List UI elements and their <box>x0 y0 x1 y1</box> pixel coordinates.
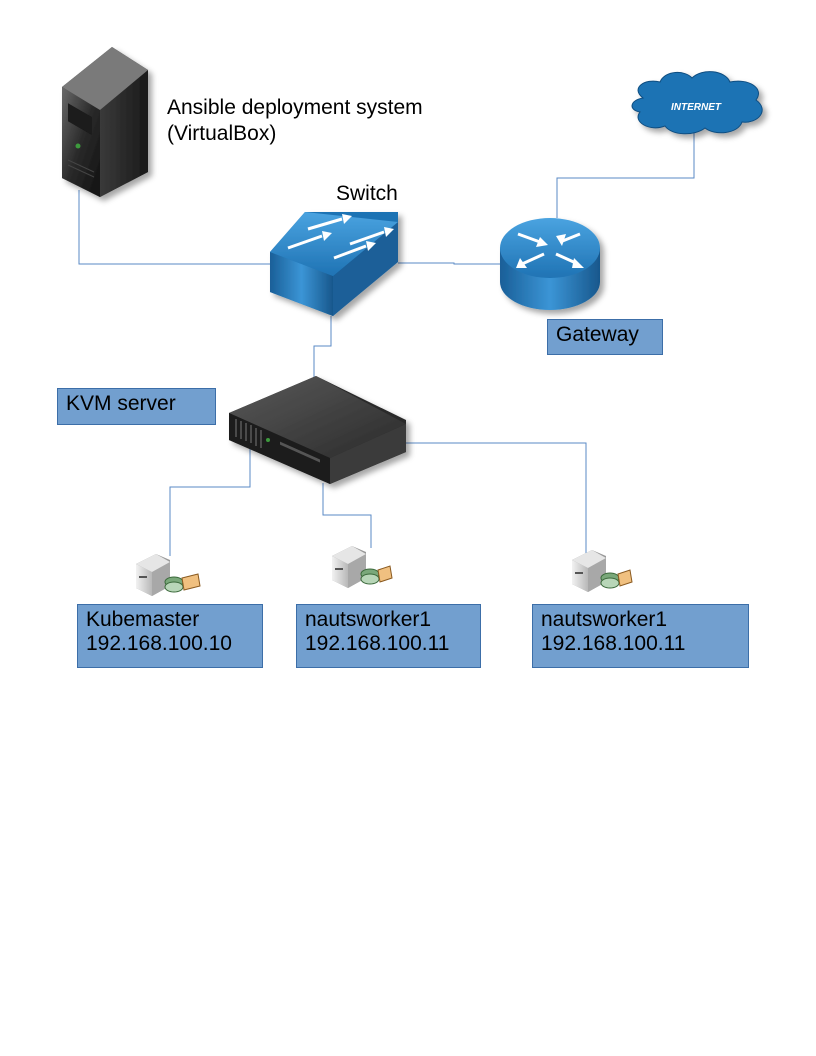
connector-kvm-vm1 <box>169 445 251 556</box>
vm-label-nautsworker1-b: nautsworker1 192.168.100.11 <box>532 604 749 668</box>
vm-ip: 192.168.100.11 <box>305 632 450 655</box>
rack-server-icon <box>229 376 406 484</box>
ansible-label-line2: (VirtualBox) <box>167 122 277 145</box>
connector-ansible-switch <box>78 190 272 265</box>
virtual-server-icon <box>332 546 393 588</box>
gateway-label-text: Gateway <box>556 323 639 346</box>
virtual-server-icon <box>572 550 633 592</box>
vm-name: nautsworker1 <box>541 608 668 631</box>
vm-label-nautsworker1-a: nautsworker1 192.168.100.11 <box>296 604 481 668</box>
connector-router-internet <box>556 128 695 218</box>
internet-cloud-icon <box>631 71 763 135</box>
connectors <box>78 128 695 556</box>
vm-name: Kubemaster <box>86 608 200 631</box>
connector-kvm-vm3 <box>404 442 587 553</box>
vm-label-kubemaster: Kubemaster 192.168.100.10 <box>77 604 263 668</box>
internet-label: INTERNET <box>671 102 722 113</box>
connector-switch-router <box>398 262 500 265</box>
kvm-server-label: KVM server <box>57 388 216 425</box>
virtual-server-icon <box>136 554 201 596</box>
network-switch-icon <box>270 212 398 316</box>
ansible-label: Ansible deployment system (VirtualBox) <box>167 96 423 146</box>
vm-name: nautsworker1 <box>305 608 432 631</box>
kvm-server-label-text: KVM server <box>66 392 176 415</box>
gateway-label: Gateway <box>547 319 663 355</box>
connector-kvm-vm2 <box>322 483 372 548</box>
server-tower-icon <box>62 47 148 197</box>
vm-ip: 192.168.100.10 <box>86 632 232 655</box>
ansible-label-line1: Ansible deployment system <box>167 96 423 119</box>
vm-ip: 192.168.100.11 <box>541 632 686 655</box>
router-icon <box>500 218 600 310</box>
switch-label: Switch <box>336 182 398 205</box>
connector-switch-kvm <box>313 316 332 378</box>
